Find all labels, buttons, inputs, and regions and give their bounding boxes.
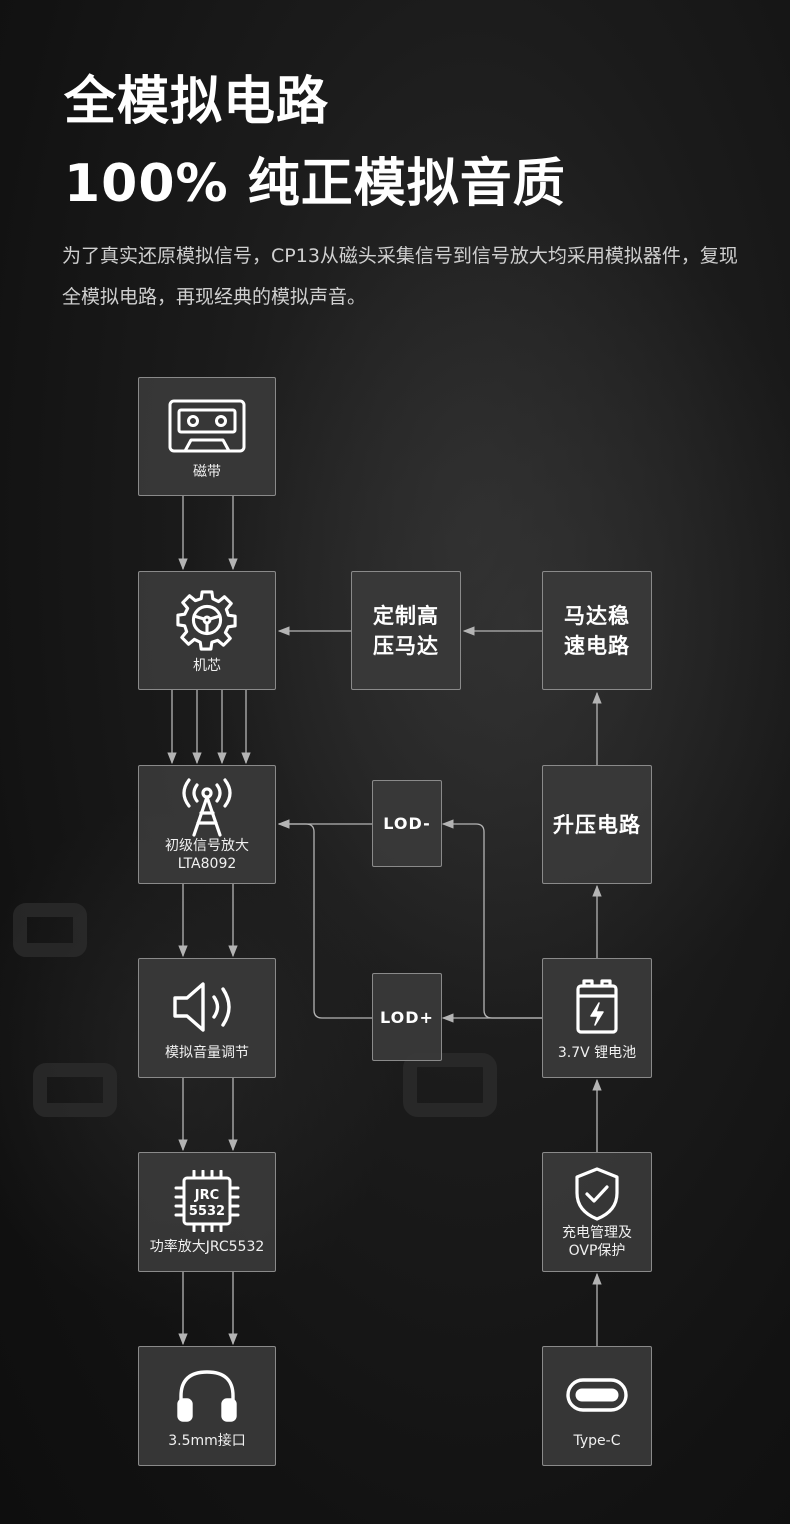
- description-text: 为了真实还原模拟信号，CP13从磁头采集信号到信号放大均采用模拟器件，复现全模拟…: [62, 245, 738, 308]
- headphones-icon: [175, 1362, 239, 1428]
- usb-c-label: Type-C: [573, 1433, 621, 1449]
- motor-circuit-label-line2: 速电路: [564, 633, 630, 658]
- preamp-label-line2: LTA8092: [177, 855, 237, 872]
- antenna-icon: [176, 777, 238, 837]
- motor-circuit-block: 马达稳 速电路: [542, 571, 652, 690]
- charging-label-line2: OVP保护: [568, 1243, 626, 1259]
- battery-icon: [574, 974, 620, 1040]
- tape-label: 磁带: [193, 463, 221, 480]
- power-amp-block: JRC 5532 功率放大JRC5532: [138, 1152, 276, 1272]
- battery-block: 3.7V 锂电池: [542, 958, 652, 1078]
- power-amp-label: 功率放大JRC5532: [149, 1239, 265, 1255]
- preamp-label-line1: 初级信号放大: [165, 837, 249, 854]
- preamp-block: 初级信号放大 LTA8092: [138, 765, 276, 884]
- tape-block: 磁带: [138, 377, 276, 496]
- gear-icon: [176, 587, 238, 653]
- page-title: 全模拟电路: [64, 72, 330, 132]
- cassette-tape-icon: [167, 393, 247, 459]
- charging-block: 充电管理及 OVP保护: [542, 1152, 652, 1272]
- lod-plus-label: LOD+: [380, 1007, 434, 1027]
- battery-label: 3.7V 锂电池: [557, 1045, 637, 1061]
- page-subtitle: 100% 纯正模拟音质: [64, 154, 566, 214]
- motor-label-line1: 定制高: [373, 603, 439, 628]
- lod-minus-label: LOD-: [383, 814, 431, 833]
- chip-icon: JRC 5532: [166, 1168, 248, 1234]
- motor-block: 定制高 压马达: [351, 571, 461, 690]
- chip-text-line2: 5532: [189, 1204, 225, 1219]
- usb-c-icon: [565, 1362, 629, 1428]
- lod-plus-block: LOD+: [372, 973, 442, 1061]
- boost-block: 升压电路: [542, 765, 652, 884]
- usb-c-block: Type-C: [542, 1346, 652, 1466]
- lod-minus-block: LOD-: [372, 780, 442, 867]
- volume-label: 模拟音量调节: [165, 1045, 249, 1061]
- boost-label: 升压电路: [553, 812, 641, 837]
- shield-check-icon: [573, 1164, 621, 1224]
- chip-text-line1: JRC: [194, 1188, 219, 1203]
- headphone-jack-block: 3.5mm接口: [138, 1346, 276, 1466]
- headphone-jack-label: 3.5mm接口: [168, 1433, 246, 1449]
- motor-label-line2: 压马达: [373, 633, 439, 658]
- volume-block: 模拟音量调节: [138, 958, 276, 1078]
- speaker-icon: [171, 974, 243, 1040]
- charging-label-line1: 充电管理及: [562, 1225, 632, 1241]
- mechanism-block: 机芯: [138, 571, 276, 690]
- motor-circuit-label-line1: 马达稳: [564, 603, 630, 628]
- mechanism-label: 机芯: [193, 657, 221, 674]
